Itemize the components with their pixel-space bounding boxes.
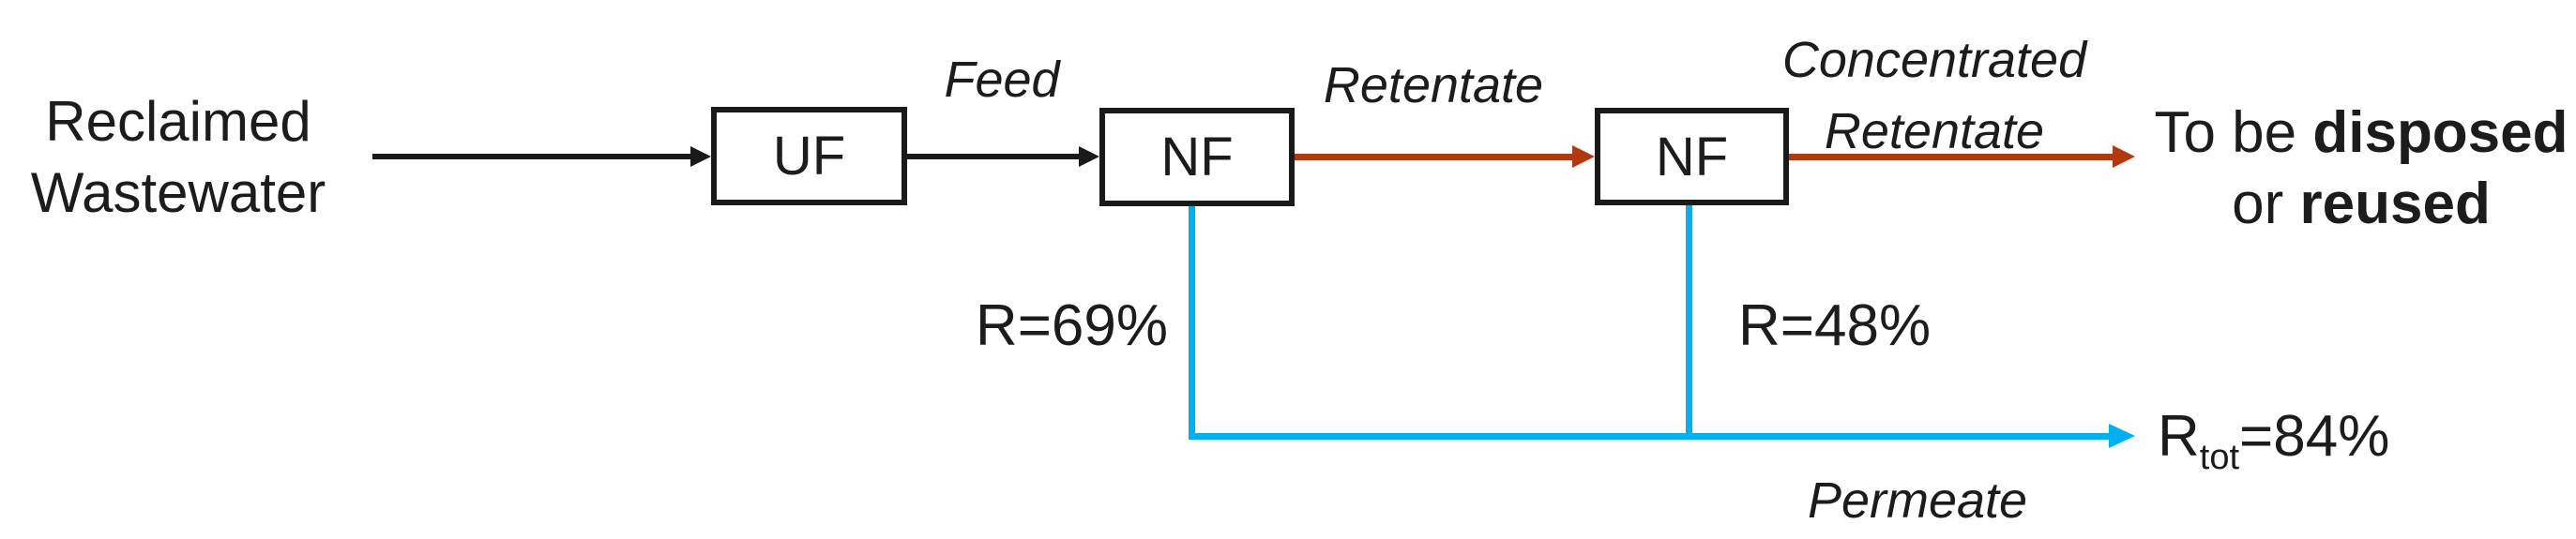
nf2-unit-label: NF [1655,126,1729,187]
retentate-line [1295,154,1572,160]
total-recovery-value: =84% [2239,404,2390,469]
uf-to-nf1-arrowhead [1079,146,1099,167]
nf2-unit-box: NF [1595,108,1789,205]
source-to-uf-line [372,154,691,159]
nf2-permeate-line [1686,205,1692,440]
uf-unit-box: UF [711,107,907,205]
nf1-unit-box: NF [1099,108,1295,206]
destination-label-line2: or reused [2145,169,2576,240]
permeate-collection-line [1189,433,2109,440]
feed-stream-label: Feed [944,52,1060,108]
destination-label: To be disposed or reused [2145,97,2576,240]
uf-unit-label: UF [772,126,846,187]
total-recovery-label: Rtot=84% [2158,403,2390,475]
source-label-line1: Reclaimed [45,90,311,153]
retentate-arrowhead [1572,145,1595,168]
concentrated-retentate-line [1789,154,2113,160]
concentrated-retentate-label: Concentrated Retentate [1747,24,2122,167]
retentate-stream-label: Retentate [1323,57,1544,113]
nf1-unit-label: NF [1160,127,1234,187]
nf1-recovery-label: R=69% [975,293,1168,358]
uf-to-nf1-line [907,154,1079,159]
total-recovery-base: R [2158,404,2200,469]
permeate-stream-label: Permeate [1807,472,2028,529]
source-label: Reclaimed Wastewater [0,86,356,229]
permeate-arrowhead [2109,424,2135,448]
total-recovery-subscript: tot [2199,438,2240,477]
source-to-uf-arrowhead [690,146,711,167]
destination-line1-bold: disposed [2312,100,2568,165]
destination-line2-bold: reused [2299,172,2491,236]
destination-line1-normal: To be [2154,100,2313,165]
destination-label-line1: To be disposed [2145,97,2576,169]
nf1-permeate-line [1189,206,1195,440]
nf2-recovery-label: R=48% [1738,293,1932,358]
concentrated-retentate-label-line2: Retentate [1824,103,2045,159]
source-label-line2: Wastewater [30,161,326,224]
destination-line2-normal: or [2232,172,2300,236]
concentrated-retentate-arrowhead [2113,145,2135,168]
concentrated-retentate-label-line1: Concentrated [1781,32,2087,88]
